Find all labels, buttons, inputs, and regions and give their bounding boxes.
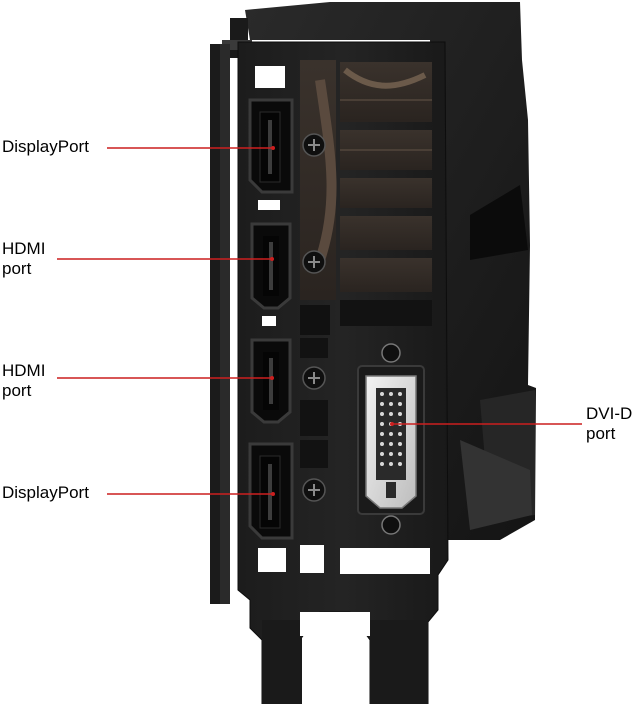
label-line: DVI-D	[586, 404, 633, 423]
card-shroud	[210, 2, 536, 604]
label-line: DisplayPort	[2, 137, 89, 156]
label-line: port	[2, 381, 32, 400]
label-displayport-bottom: DisplayPort	[2, 483, 89, 503]
label-line: port	[2, 259, 32, 278]
label-line: port	[586, 424, 616, 443]
label-line: HDMI	[2, 361, 46, 380]
label-line: HDMI	[2, 239, 46, 258]
callout-lines	[57, 146, 582, 496]
displayport-connector-bottom	[248, 442, 294, 540]
dvi-d-connector	[357, 365, 425, 515]
hdmi-connector-1	[250, 222, 292, 310]
label-hdmi-port-2: HDMI port	[2, 361, 45, 401]
bracket-screws	[302, 133, 401, 535]
label-line: DisplayPort	[2, 483, 89, 502]
vent-grille	[255, 60, 432, 574]
hdmi-connector-2	[250, 338, 292, 424]
label-displayport-top: DisplayPort	[2, 137, 89, 157]
displayport-connector-top	[248, 98, 294, 194]
label-dvi-d-port: DVI-D port	[586, 404, 632, 444]
label-hdmi-port-1: HDMI port	[2, 239, 45, 279]
